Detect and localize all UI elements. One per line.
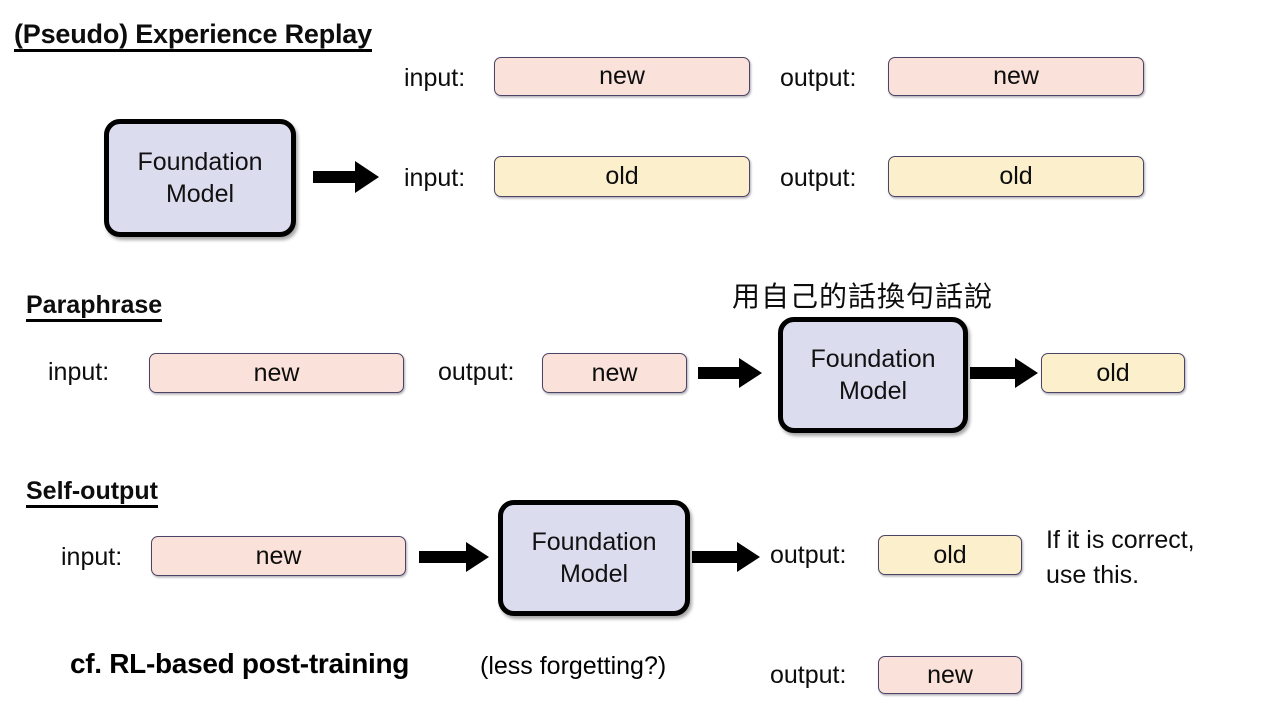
foundation-model-box-1[interactable]: Foundation Model <box>104 119 296 237</box>
self-output-input-label: input: <box>61 543 123 571</box>
foundation-model-2-label-line2: Model <box>838 377 908 405</box>
paraphrase-input-pill[interactable]: new <box>149 353 404 393</box>
self-output-note-line2: use this. <box>1046 560 1140 589</box>
output-pill-row1[interactable]: new <box>888 57 1144 96</box>
self-output-input-pill[interactable]: new <box>151 536 406 576</box>
section-title-pseudo-experience-replay: (Pseudo) Experience Replay <box>14 20 372 53</box>
section-title-paraphrase: Paraphrase <box>26 292 163 323</box>
paraphrase-input-label: input: <box>48 358 110 386</box>
input-pill-row1[interactable]: new <box>494 57 750 96</box>
footer-paren-text: (less forgetting?) <box>480 652 667 680</box>
section-title-self-output: Self-output <box>26 478 158 509</box>
output-label-row1: output: <box>780 64 857 92</box>
self-output-note-line1: If it is correct, <box>1046 526 1195 554</box>
self-output-output-label: output: <box>770 541 847 569</box>
paraphrase-output-label: output: <box>438 358 515 386</box>
right-arrow-icon-3 <box>970 358 1038 388</box>
input-label-row1: input: <box>404 64 466 92</box>
foundation-model-box-3[interactable]: Foundation Model <box>498 500 690 616</box>
right-arrow-icon-2 <box>698 358 762 388</box>
footer-output-label: output: <box>770 661 847 689</box>
paraphrase-result-pill[interactable]: old <box>1041 353 1185 393</box>
self-output-output-pill[interactable]: old <box>878 535 1022 575</box>
self-output-note: If it is correct, use this. <box>1046 523 1195 592</box>
paraphrase-output-pill[interactable]: new <box>542 353 687 393</box>
right-arrow-icon-5 <box>692 542 760 572</box>
input-pill-row2[interactable]: old <box>494 156 750 197</box>
foundation-model-3-label-line2: Model <box>559 560 629 588</box>
foundation-model-label-line2: Model <box>165 180 235 208</box>
footer-output-pill[interactable]: new <box>878 656 1022 694</box>
footer-bold-text: cf. RL-based post-training <box>70 648 410 679</box>
foundation-model-label-line1: Foundation <box>137 148 263 176</box>
output-pill-row2[interactable]: old <box>888 156 1144 197</box>
foundation-model-3-label-line1: Foundation <box>531 528 657 556</box>
output-label-row2: output: <box>780 164 857 192</box>
paraphrase-annotation-cjk: 用自己的話換句話說 <box>732 280 994 313</box>
right-arrow-icon-4 <box>419 542 489 572</box>
input-label-row2: input: <box>404 164 466 192</box>
foundation-model-box-2[interactable]: Foundation Model <box>778 317 968 433</box>
right-arrow-icon-1 <box>313 161 379 193</box>
foundation-model-2-label-line1: Foundation <box>810 345 936 373</box>
